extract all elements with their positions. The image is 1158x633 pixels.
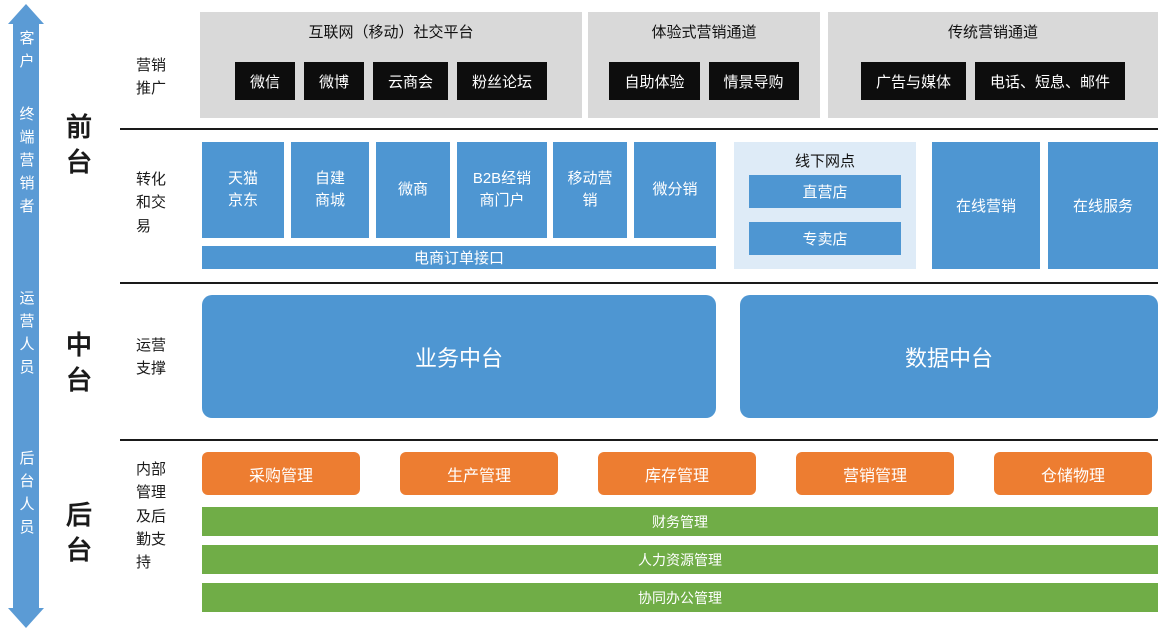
procurement-mgmt: 采购管理 <box>202 452 360 495</box>
layer-label-middle: 中台 <box>65 330 92 396</box>
channel-b2b-portal: B2B经销 商门户 <box>457 142 547 238</box>
arrow-up-icon <box>8 4 44 24</box>
production-mgmt: 生产管理 <box>400 452 558 495</box>
arrow-shaft <box>13 23 39 609</box>
direct-store: 直营店 <box>749 175 901 208</box>
channel-mobile-mkt: 移动营 销 <box>553 142 627 238</box>
channel-self-experience: 自助体验 <box>609 62 700 100</box>
channel-wechat: 微信 <box>234 62 295 100</box>
channel-ads-media: 广告与媒体 <box>860 62 966 100</box>
group-traditional: 传统营销通道 广告与媒体 电话、短息、邮件 <box>828 12 1158 118</box>
data-middle-platform: 数据中台 <box>740 295 1158 418</box>
row-label-internal: 内部管理及后勤支持 <box>136 461 167 571</box>
online-service: 在线服务 <box>1048 142 1158 269</box>
audience-label-customer: 客户 <box>17 30 35 76</box>
audience-flow-arrow: 客户 终端营销者 运营人员 后台人员 <box>8 4 44 628</box>
group-title: 体验式营销通道 <box>651 24 757 41</box>
online-marketing: 在线营销 <box>932 142 1040 269</box>
channel-cloud-expo: 云商会 <box>373 62 449 100</box>
offline-title: 线下网点 <box>794 153 855 170</box>
channel-fan-forum: 粉丝论坛 <box>457 62 548 100</box>
row-label-conversion: 转化和交易 <box>136 171 167 235</box>
row-label-marketing: 营销推广 <box>136 57 167 98</box>
channel-own-mall: 自建 商城 <box>291 142 369 238</box>
channel-phone-sms-mail: 电话、短息、邮件 <box>975 62 1126 100</box>
collab-office-bar: 协同办公管理 <box>202 583 1158 612</box>
audience-label-backoffice: 后台人员 <box>17 450 35 542</box>
layer-label-front: 前台 <box>65 112 92 178</box>
inventory-mgmt: 库存管理 <box>598 452 756 495</box>
divider-middle <box>120 282 1158 284</box>
group-experiential: 体验式营销通道 自助体验 情景导购 <box>588 12 820 118</box>
divider-back <box>120 439 1158 441</box>
hr-mgmt-bar: 人力资源管理 <box>202 545 1158 574</box>
group-title: 互联网（移动）社交平台 <box>308 24 474 41</box>
group-social-platforms: 互联网（移动）社交平台 微信 微博 云商会 粉丝论坛 <box>200 12 582 118</box>
channel-weibo: 微博 <box>303 62 364 100</box>
audience-label-marketers: 终端营销者 <box>17 106 35 221</box>
channel-tmall-jd: 天猫 京东 <box>202 142 284 238</box>
business-middle-platform: 业务中台 <box>202 295 716 418</box>
divider-front <box>120 128 1158 130</box>
ecommerce-order-interface: 电商订单接口 <box>202 246 716 269</box>
layer-label-back: 后台 <box>65 500 92 566</box>
arrow-down-icon <box>8 608 44 628</box>
warehouse-mgmt: 仓储物理 <box>994 452 1152 495</box>
audience-label-operators: 运营人员 <box>17 290 35 382</box>
channel-micro-store: 微商 <box>376 142 450 238</box>
marketing-mgmt: 营销管理 <box>796 452 954 495</box>
row-label-operations: 运营支撑 <box>136 337 167 378</box>
channel-micro-dist: 微分销 <box>634 142 716 238</box>
exclusive-store: 专卖店 <box>749 222 901 255</box>
group-title: 传统营销通道 <box>947 24 1038 41</box>
channel-scene-guide: 情景导购 <box>708 62 799 100</box>
finance-mgmt-bar: 财务管理 <box>202 507 1158 536</box>
offline-outlets-group: 线下网点 直营店 专卖店 <box>734 142 916 269</box>
